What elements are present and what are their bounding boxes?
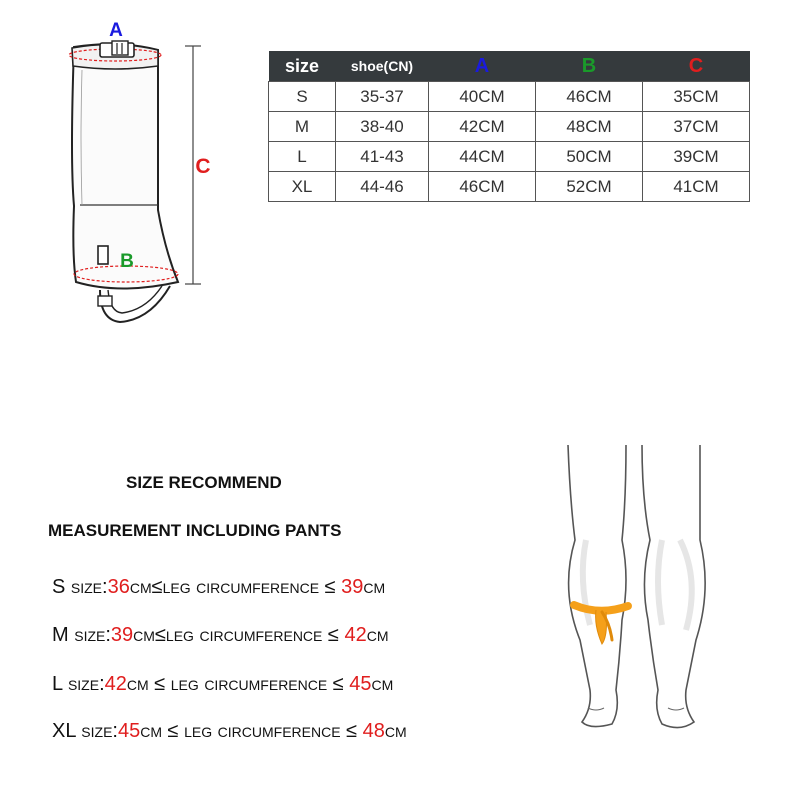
rec-size: M bbox=[52, 624, 69, 646]
cell-b: 48CM bbox=[535, 111, 643, 142]
size-recommend-title: SIZE RECOMMEND bbox=[126, 473, 282, 492]
label-a: A bbox=[109, 20, 123, 41]
rec-unit: cm bbox=[366, 624, 389, 646]
size-table: size shoe(CN) A B C S 35-37 40CM 46CM 35… bbox=[268, 51, 750, 202]
recommend-row-m: M size:39cm≤leg circumference ≤ 42cm bbox=[52, 624, 389, 647]
header-a: A bbox=[428, 51, 536, 82]
rec-unit: cm bbox=[133, 624, 155, 646]
cell-shoe: 35-37 bbox=[335, 81, 429, 112]
cell-b: 46CM bbox=[535, 81, 643, 112]
right-leg bbox=[641, 444, 706, 729]
header-shoe: shoe(CN) bbox=[335, 51, 429, 82]
rec-label: size: bbox=[65, 576, 108, 598]
header-size: size bbox=[268, 51, 336, 82]
cell-b: 50CM bbox=[535, 141, 643, 172]
rec-max: 48 bbox=[362, 720, 385, 742]
table-row: M 38-40 42CM 48CM 37CM bbox=[268, 111, 750, 142]
cell-b: 52CM bbox=[535, 171, 643, 202]
cell-a: 44CM bbox=[428, 141, 536, 172]
measuring-tape bbox=[570, 601, 632, 615]
rec-label: size: bbox=[75, 720, 118, 742]
cell-size: L bbox=[268, 141, 336, 172]
rec-mid: ≤leg circumference ≤ bbox=[151, 576, 342, 598]
label-c: C bbox=[195, 155, 210, 178]
recommend-row-s: S size:36cm≤leg circumference ≤ 39cm bbox=[52, 576, 385, 599]
cell-a: 46CM bbox=[428, 171, 536, 202]
rec-unit: cm bbox=[371, 673, 394, 695]
table-row: S 35-37 40CM 46CM 35CM bbox=[268, 81, 750, 112]
cell-shoe: 44-46 bbox=[335, 171, 429, 202]
circumference-b-ring bbox=[73, 265, 179, 283]
table-header-row: size shoe(CN) A B C bbox=[268, 51, 750, 82]
cell-c: 41CM bbox=[642, 171, 750, 202]
rec-mid: ≤ leg circumference ≤ bbox=[148, 673, 350, 695]
rec-unit: cm bbox=[363, 576, 386, 598]
rec-unit: cm bbox=[129, 576, 152, 598]
rec-unit: cm bbox=[126, 673, 149, 695]
rec-label: size: bbox=[68, 624, 111, 646]
cell-shoe: 41-43 bbox=[335, 141, 429, 172]
table-row: XL 44-46 46CM 52CM 41CM bbox=[268, 171, 750, 202]
label-b: B bbox=[120, 251, 134, 272]
cell-shoe: 38-40 bbox=[335, 111, 429, 142]
rec-min: 45 bbox=[117, 720, 141, 742]
recommend-row-xl: XL size:45cm ≤ leg circumference ≤ 48cm bbox=[52, 720, 407, 743]
rec-min: 36 bbox=[107, 576, 130, 598]
recommend-row-l: L size:42cm ≤ leg circumference ≤ 45cm bbox=[52, 673, 393, 696]
cell-size: M bbox=[268, 111, 336, 142]
cell-size: S bbox=[268, 81, 336, 112]
rec-unit: cm bbox=[140, 720, 162, 742]
cell-size: XL bbox=[268, 171, 336, 202]
table-row: L 41-43 44CM 50CM 39CM bbox=[268, 141, 750, 172]
cell-c: 37CM bbox=[642, 111, 750, 142]
rec-label: size: bbox=[62, 673, 105, 695]
rec-max: 45 bbox=[349, 673, 372, 695]
rec-mid: ≤ leg circumference ≤ bbox=[162, 720, 363, 742]
bottom-buckle bbox=[97, 245, 109, 265]
rec-min: 39 bbox=[110, 624, 134, 646]
header-b: B bbox=[535, 51, 643, 82]
rec-size: XL bbox=[52, 720, 76, 742]
cell-a: 42CM bbox=[428, 111, 536, 142]
measurement-subtitle: MEASUREMENT INCLUDING PANTS bbox=[48, 521, 342, 540]
rec-max: 39 bbox=[341, 576, 364, 598]
gaiter-diagram: A B C bbox=[68, 20, 211, 324]
rec-unit: cm bbox=[384, 720, 407, 742]
rec-size: S bbox=[52, 576, 66, 598]
legs-illustration bbox=[567, 444, 706, 729]
rec-min: 42 bbox=[104, 673, 127, 695]
cell-c: 35CM bbox=[642, 81, 750, 112]
rec-size: L bbox=[52, 673, 63, 695]
rec-mid: ≤leg circumference ≤ bbox=[154, 624, 345, 646]
cell-c: 39CM bbox=[642, 141, 750, 172]
left-leg bbox=[567, 444, 627, 728]
rec-max: 42 bbox=[344, 624, 367, 646]
header-c: C bbox=[642, 51, 750, 82]
cell-a: 40CM bbox=[428, 81, 536, 112]
